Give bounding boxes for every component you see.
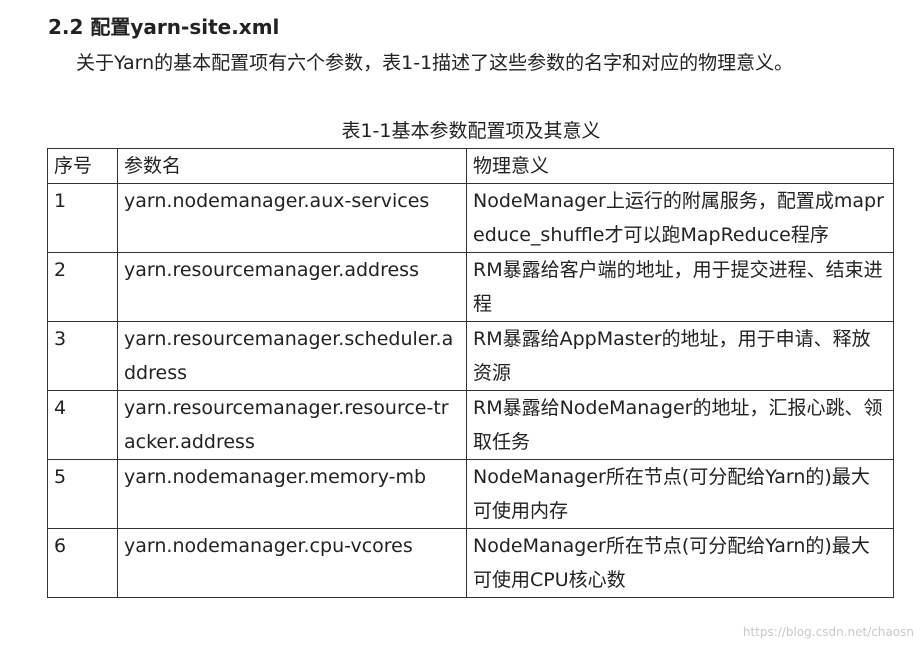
row-param-name: yarn.resourcemanager.address — [117, 252, 467, 322]
table-row: 2 yarn.resourcemanager.address RM暴露给客户端的… — [47, 252, 894, 322]
row-number: 5 — [47, 459, 118, 529]
parameters-table: 序号 参数名 物理意义 1 yarn.nodemanager.aux-servi… — [47, 148, 894, 598]
row-param-name: yarn.nodemanager.cpu-vcores — [117, 528, 467, 598]
intro-paragraph: 关于Yarn的基本配置项有六个参数，表1-1描述了这些参数的名字和对应的物理意义… — [76, 52, 794, 74]
table-row: 6 yarn.nodemanager.cpu-vcores NodeManage… — [47, 528, 894, 598]
table-row: 1 yarn.nodemanager.aux-services NodeMana… — [47, 183, 894, 253]
row-number: 3 — [47, 321, 118, 391]
row-meaning: RM暴露给客户端的地址，用于提交进程、结束进程 — [466, 252, 894, 322]
row-meaning: NodeManager所在节点(可分配给Yarn的)最大可使用内存 — [466, 459, 894, 529]
table-row: 5 yarn.nodemanager.memory-mb NodeManager… — [47, 459, 894, 529]
row-param-name: yarn.resourcemanager.scheduler.address — [117, 321, 467, 391]
row-number: 6 — [47, 528, 118, 598]
row-param-name: yarn.nodemanager.aux-services — [117, 183, 467, 253]
header-number: 序号 — [47, 148, 118, 184]
table-row: 3 yarn.resourcemanager.scheduler.address… — [47, 321, 894, 391]
row-param-name: yarn.nodemanager.memory-mb — [117, 459, 467, 529]
table-row: 4 yarn.resourcemanager.resource-tracker.… — [47, 390, 894, 460]
row-meaning: NodeManager上运行的附属服务，配置成mapreduce_shuffle… — [466, 183, 894, 253]
header-param-name: 参数名 — [117, 148, 467, 184]
row-param-name: yarn.resourcemanager.resource-tracker.ad… — [117, 390, 467, 460]
table-header-row: 序号 参数名 物理意义 — [47, 148, 894, 184]
section-heading: 2.2 配置yarn-site.xml — [48, 15, 280, 39]
row-meaning: NodeManager所在节点(可分配给Yarn的)最大可使用CPU核心数 — [466, 528, 894, 598]
row-number: 1 — [47, 183, 118, 253]
row-meaning: RM暴露给NodeManager的地址，汇报心跳、领取任务 — [466, 390, 894, 460]
row-meaning: RM暴露给AppMaster的地址，用于申请、释放资源 — [466, 321, 894, 391]
header-meaning: 物理意义 — [466, 148, 894, 184]
table-caption: 表1-1基本参数配置项及其意义 — [341, 120, 601, 142]
watermark: https://blog.csdn.net/chaosn — [742, 625, 914, 639]
row-number: 4 — [47, 390, 118, 460]
row-number: 2 — [47, 252, 118, 322]
